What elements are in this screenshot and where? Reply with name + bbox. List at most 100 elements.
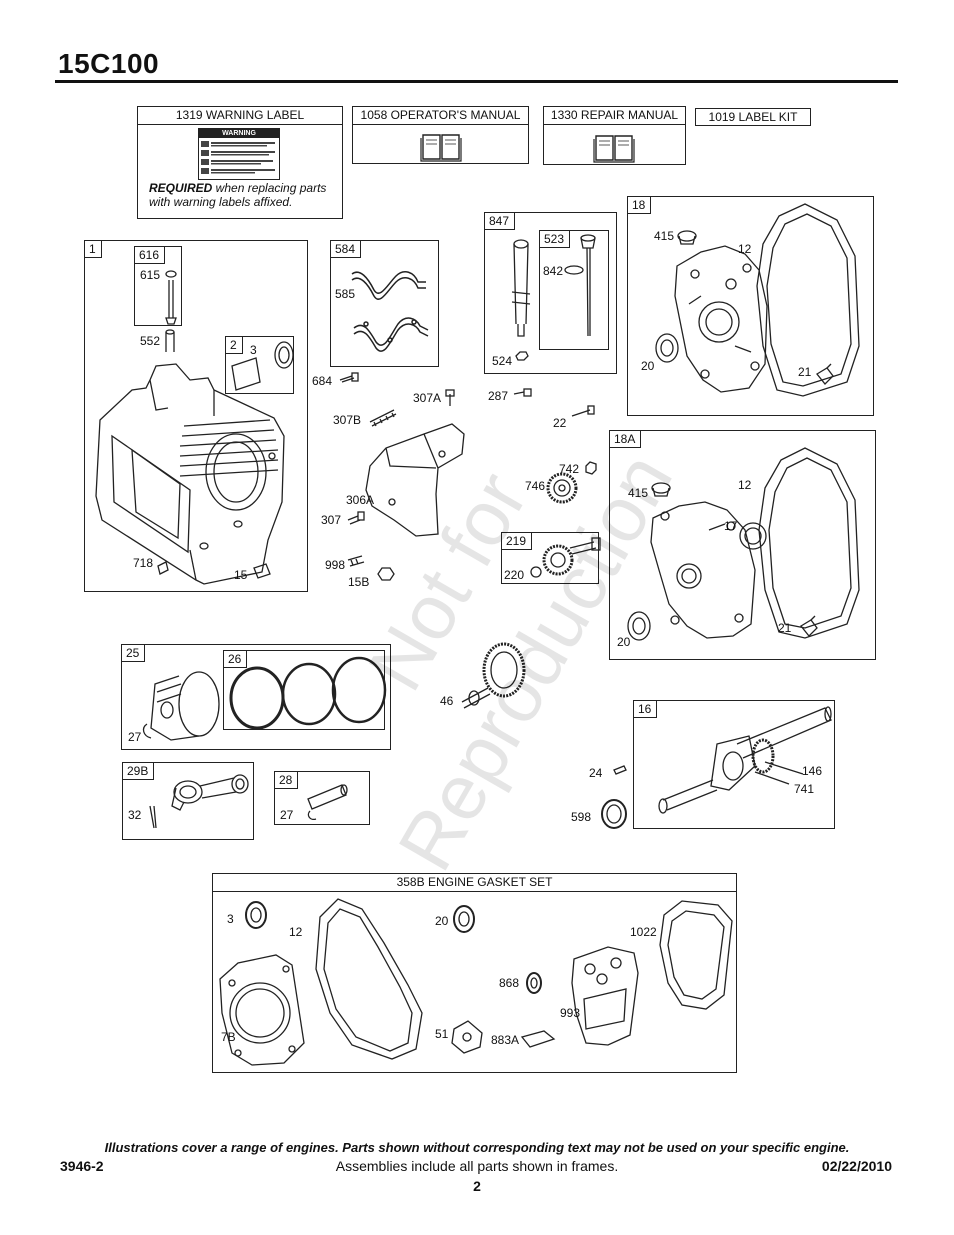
frame-1-label: 1 xyxy=(85,241,102,258)
frame-1: 1 xyxy=(84,240,308,592)
part-415-a: 415 xyxy=(654,229,675,243)
part-12-a: 12 xyxy=(738,242,752,256)
frame-523: 523 xyxy=(539,230,609,350)
frame-219: 219 xyxy=(501,532,599,584)
frame-18a: 18A xyxy=(609,430,876,660)
frame-16-label: 16 xyxy=(634,701,658,718)
footer-code: 3946-2 xyxy=(60,1158,104,1174)
connecting-rod-illustration xyxy=(149,774,249,829)
gasket-12: 12 xyxy=(289,925,303,939)
frame-29b-label: 29B xyxy=(123,763,155,780)
crankcase-cover-alt-illustration xyxy=(627,447,860,641)
cylinder-block-illustration xyxy=(95,270,294,585)
part-524: 524 xyxy=(492,354,513,368)
frame-847: 847 xyxy=(484,212,617,374)
frame-26-label: 26 xyxy=(224,651,248,668)
part-742: 742 xyxy=(559,462,580,476)
frame-28-label: 28 xyxy=(275,772,299,789)
part-12-b: 12 xyxy=(738,478,752,492)
frame-584-label: 584 xyxy=(331,241,362,258)
part-20-a: 20 xyxy=(641,359,655,373)
part-24: 24 xyxy=(589,766,603,780)
frame-616-label: 616 xyxy=(135,247,166,264)
gasket-883a: 883A xyxy=(491,1033,520,1047)
frame-25-label: 25 xyxy=(122,645,146,662)
gasket-20: 20 xyxy=(435,914,449,928)
gasket-7b: 7B xyxy=(221,1030,236,1044)
dipstick-illustration xyxy=(511,234,596,361)
frame-18a-label: 18A xyxy=(610,431,642,448)
part-741: 741 xyxy=(794,782,815,796)
part-415-b: 415 xyxy=(628,486,649,500)
part-15b: 15B xyxy=(348,575,370,589)
operators-manual-title: 1058 OPERATOR'S MANUAL xyxy=(353,107,528,125)
frame-25: 25 xyxy=(121,644,391,750)
frame-847-label: 847 xyxy=(485,213,516,230)
frame-28: 28 xyxy=(274,771,370,825)
part-287: 287 xyxy=(488,389,509,403)
part-306a: 306A xyxy=(346,493,375,507)
piston-rings-illustration xyxy=(142,656,387,741)
page-number: 2 xyxy=(473,1178,481,1194)
part-220: 220 xyxy=(504,568,525,582)
gasket-3: 3 xyxy=(227,912,234,926)
part-684: 684 xyxy=(312,374,333,388)
crankshaft-illustration xyxy=(658,706,832,814)
part-998: 998 xyxy=(325,558,346,572)
label-kit-title: 1019 LABEL KIT xyxy=(708,110,798,124)
camshaft-illustration xyxy=(461,642,526,709)
gears-illustration xyxy=(513,388,601,578)
crankcase-cover-illustration xyxy=(655,203,860,397)
key-washer-illustration xyxy=(601,765,627,829)
part-718: 718 xyxy=(133,556,154,570)
part-307b: 307B xyxy=(333,413,362,427)
part-307a: 307A xyxy=(413,391,442,405)
piston-pin-illustration xyxy=(307,784,348,821)
frame-523-label: 523 xyxy=(540,231,571,248)
warning-label-frame: 1319 WARNING LABEL WARNING REQUIRED when… xyxy=(137,106,343,219)
part-3: 3 xyxy=(250,343,257,357)
part-842: 842 xyxy=(543,264,564,278)
frame-18-label: 18 xyxy=(628,197,652,214)
part-15: 15 xyxy=(234,568,248,582)
frame-29b: 29B xyxy=(122,762,254,840)
part-307: 307 xyxy=(321,513,342,527)
warning-sticker-header: WARNING xyxy=(199,129,279,138)
footer-assemblies: Assemblies include all parts shown in fr… xyxy=(335,1158,619,1174)
title-rule xyxy=(55,80,898,83)
book-icon xyxy=(420,134,462,162)
warning-sticker: WARNING xyxy=(198,128,280,180)
part-552: 552 xyxy=(140,334,161,348)
part-46: 46 xyxy=(440,694,454,708)
gasket-868: 868 xyxy=(499,976,520,990)
warning-label-title: 1319 WARNING LABEL xyxy=(138,107,342,125)
page-title: 15C100 xyxy=(58,48,160,79)
footer-note: Illustrations cover a range of engines. … xyxy=(104,1140,850,1155)
part-746: 746 xyxy=(525,479,546,493)
label-kit-frame: 1019 LABEL KIT xyxy=(695,108,811,126)
part-22: 22 xyxy=(553,416,567,430)
part-27-a: 27 xyxy=(128,730,142,744)
part-32: 32 xyxy=(128,808,142,822)
part-615: 615 xyxy=(140,268,161,282)
frame-2-label: 2 xyxy=(226,337,243,354)
required-bold: REQUIRED xyxy=(149,181,213,195)
gasket-set-frame: 358B ENGINE GASKET SET xyxy=(212,873,737,1073)
part-585: 585 xyxy=(335,287,356,301)
part-21-b: 21 xyxy=(778,621,792,635)
shroud-illustration xyxy=(339,372,465,581)
repair-manual-frame: 1330 REPAIR MANUAL xyxy=(543,106,686,165)
required-rest: when replacing parts xyxy=(212,181,327,195)
frame-16: 16 xyxy=(633,700,835,829)
frame-616: 616 xyxy=(134,246,182,326)
book-icon xyxy=(593,135,635,163)
repair-manual-title: 1330 REPAIR MANUAL xyxy=(544,107,685,125)
part-20-b: 20 xyxy=(617,635,631,649)
gasket-51: 51 xyxy=(435,1027,449,1041)
required-note: REQUIRED when replacing parts with warni… xyxy=(149,181,326,209)
breather-tube-illustration xyxy=(351,271,429,352)
gasket-993: 993 xyxy=(560,1006,581,1020)
operators-manual-frame: 1058 OPERATOR'S MANUAL xyxy=(352,106,529,164)
gasket-set-illustration xyxy=(219,898,733,1066)
part-21-a: 21 xyxy=(798,365,812,379)
